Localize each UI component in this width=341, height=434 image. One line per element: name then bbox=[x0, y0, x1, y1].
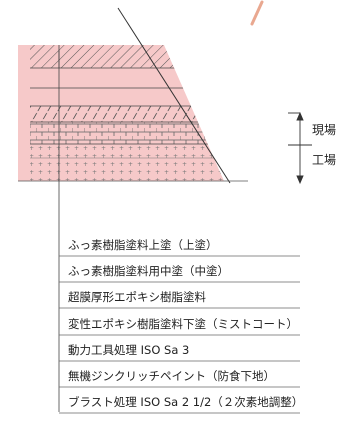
site-factory-bracket bbox=[288, 111, 312, 185]
layer-top-coat bbox=[30, 45, 224, 68]
label-power-tool: 動力工具処理 ISO Sa 3 bbox=[68, 343, 190, 357]
label-mist-coat: 変性エポキシ樹脂塗料下塗（ミストコート） bbox=[68, 317, 298, 331]
layer-stack bbox=[30, 45, 224, 181]
layer-zinc-primer bbox=[30, 144, 224, 181]
layer-mist-coat bbox=[30, 106, 224, 122]
substrate-stub bbox=[18, 45, 30, 181]
label-field: 現場 bbox=[312, 123, 337, 137]
leader-underlines bbox=[59, 255, 300, 414]
label-epoxy: 超膜厚形エポキシ樹脂塗料 bbox=[68, 290, 206, 304]
pencil-mark bbox=[250, 0, 264, 26]
wedge-edge bbox=[117, 7, 231, 184]
label-zinc-primer: 無機ジンクリッチペイント（防食下地） bbox=[68, 369, 275, 383]
label-top-coat: ふっ素樹脂塗料上塗（上塗） bbox=[68, 238, 218, 252]
label-factory: 工場 bbox=[312, 153, 337, 167]
layer-power-tool bbox=[30, 122, 224, 144]
layer-middle-coat bbox=[30, 68, 224, 88]
label-middle-coat: ふっ素樹脂塗料用中塗（中塗） bbox=[68, 264, 229, 278]
label-blast: ブラスト処理 ISO Sa 2 1/2（２次素地調整） bbox=[68, 395, 304, 409]
layer-epoxy bbox=[30, 88, 224, 106]
